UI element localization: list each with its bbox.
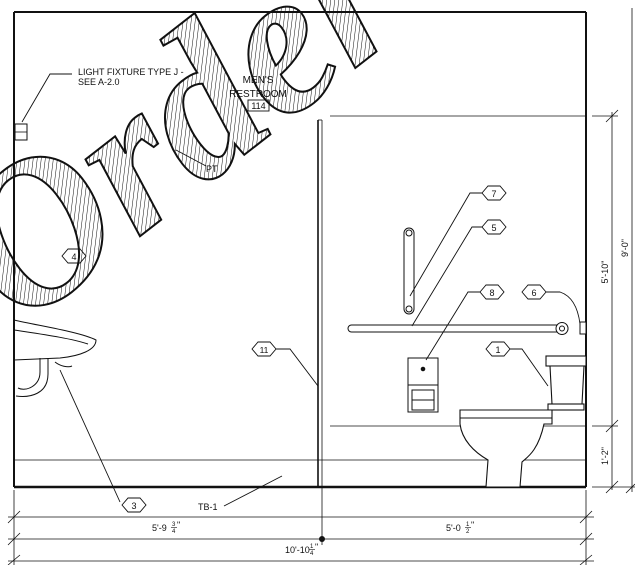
svg-text:5'-0: 5'-0 xyxy=(446,523,461,533)
light-fixture-leader xyxy=(21,73,72,123)
tag-7: 7 xyxy=(481,185,507,201)
dimension-height-total: 9'-0" xyxy=(620,239,630,257)
tag-6-leader xyxy=(546,291,581,325)
svg-text:": " xyxy=(471,520,474,530)
room-number-box xyxy=(247,99,270,112)
svg-text:10'-10: 10'-10 xyxy=(285,545,310,555)
room-number: 114 xyxy=(251,101,265,111)
svg-text:11: 11 xyxy=(260,345,269,355)
tag-7-leader xyxy=(409,192,482,297)
svg-text:1: 1 xyxy=(495,345,500,355)
svg-text:3: 3 xyxy=(172,522,176,528)
svg-text:4: 4 xyxy=(71,252,76,262)
svg-text:7: 7 xyxy=(491,189,496,199)
tag-1-leader xyxy=(510,348,549,387)
tag-8: 8 xyxy=(479,284,505,300)
toilet-paper-dispenser-icon xyxy=(407,357,439,413)
svg-text:2: 2 xyxy=(466,529,470,535)
svg-text:3: 3 xyxy=(131,501,136,511)
svg-text:": " xyxy=(177,520,180,530)
coat-hook-icon xyxy=(579,321,587,335)
tag-4: 4 xyxy=(61,248,87,264)
horizontal-grab-bar-icon xyxy=(347,322,569,335)
horizontal-dimension-lines xyxy=(7,487,594,565)
svg-text:4: 4 xyxy=(310,551,314,557)
tile-base-leader xyxy=(223,475,283,507)
tag-5: 5 xyxy=(481,219,507,235)
paint-note: PT xyxy=(206,164,218,174)
dimension-right: 5'-0 1 2 " xyxy=(446,520,474,535)
tag-3: 3 xyxy=(121,497,147,513)
dimension-height-lower: 1'-2" xyxy=(600,447,610,465)
paint-leader xyxy=(175,149,207,167)
tag-11-leader xyxy=(276,348,319,387)
tag-11: 11 xyxy=(251,341,277,357)
lavatory-icon xyxy=(13,319,97,397)
vertical-grab-bar-icon xyxy=(403,227,415,315)
svg-text:8: 8 xyxy=(489,288,494,298)
dimension-node xyxy=(319,536,325,542)
light-fixture-note-line1: LIGHT FIXTURE TYPE J - xyxy=(78,67,184,77)
tile-base-note: TB-1 xyxy=(198,502,218,512)
tag-1: 1 xyxy=(485,341,511,357)
dimension-left: 5'-9 3 4 " xyxy=(152,520,180,535)
light-fixture-note-line2: SEE A-2.0 xyxy=(78,77,120,87)
room-subname: RESTROOM xyxy=(229,89,287,100)
toilet-icon xyxy=(459,355,587,488)
room-name: MEN'S xyxy=(243,75,274,86)
svg-text:1: 1 xyxy=(466,522,470,528)
dimension-height-upper: 5'-10" xyxy=(600,261,610,284)
svg-text:6: 6 xyxy=(531,288,536,298)
svg-text:5: 5 xyxy=(491,223,496,233)
light-fixture-icon xyxy=(14,123,28,141)
svg-text:4: 4 xyxy=(172,529,176,535)
dimension-total: 10'-10 1 4 " xyxy=(285,542,318,557)
svg-text:5'-9: 5'-9 xyxy=(152,523,167,533)
svg-text:": " xyxy=(315,542,318,552)
tag-8-leader xyxy=(425,291,480,361)
svg-text:1: 1 xyxy=(310,544,314,550)
tag-5-leader xyxy=(411,226,482,327)
vertical-dimension-lines xyxy=(592,8,635,494)
tag-6: 6 xyxy=(521,284,547,300)
tag-3-leader xyxy=(59,369,121,503)
